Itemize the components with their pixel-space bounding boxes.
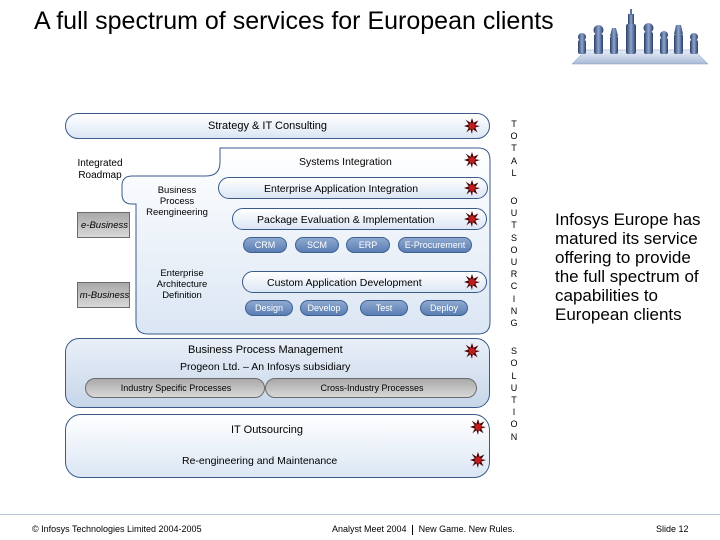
custom-item-develop: Develop [300, 300, 348, 316]
integrated-roadmap-label: Integrated Roadmap [77, 158, 123, 181]
package-item-erp: ERP [346, 237, 390, 253]
vertical-letter [507, 329, 521, 345]
vertical-letter: T [511, 220, 517, 231]
ead-label: Enterprise Architecture Definition [156, 268, 208, 301]
vertical-letter: O [510, 358, 518, 369]
footer-meet: Analyst Meet 2004 [332, 524, 407, 534]
cross-industry-label: Cross-Industry Processes [320, 383, 424, 393]
star-burst-icon [470, 419, 486, 435]
custom-dev-label: Custom Application Development [267, 277, 422, 289]
footer-slide-number: Slide 12 [656, 524, 689, 534]
vertical-letter: U [510, 208, 518, 219]
custom-dev-bar: Custom Application Development [242, 271, 487, 293]
footer-center: Analyst Meet 2004 New Game. New Rules. [332, 524, 515, 535]
package-item-scm: SCM [295, 237, 339, 253]
vertical-letter: G [510, 318, 518, 329]
vertical-letter: O [510, 244, 518, 255]
vertical-letter: N [510, 431, 518, 442]
vertical-letter: U [510, 382, 518, 393]
package-label: Package Evaluation & Implementation [257, 214, 435, 226]
vertical-letter: I [512, 407, 516, 418]
footer-copyright: © Infosys Technologies Limited 2004-2005 [32, 524, 202, 534]
star-burst-icon [464, 274, 480, 290]
footer-rule [0, 514, 720, 515]
systems-integration-label: Systems Integration [299, 156, 392, 168]
reeng-label: Re-engineering and Maintenance [182, 455, 338, 467]
vertical-letter: R [510, 269, 518, 280]
vertical-letter: L [511, 167, 517, 178]
star-burst-icon [464, 118, 480, 134]
vertical-letter: O [510, 196, 518, 207]
footer-divider [412, 524, 414, 535]
star-burst-icon [464, 343, 480, 359]
vertical-letter [507, 179, 521, 195]
vertical-letter: N [510, 305, 518, 316]
m-business-box: m-Business [77, 282, 130, 308]
bpm-label: Business Process Management [188, 344, 343, 356]
vertical-letter: O [510, 131, 518, 142]
vertical-letter: U [510, 257, 518, 268]
vertical-letter: S [510, 232, 517, 243]
vertical-letter: T [511, 395, 517, 406]
m-business-label: m-Business [79, 290, 130, 301]
custom-item-test: Test [360, 300, 408, 316]
footer-tagline: New Game. New Rules. [418, 524, 515, 534]
it-outsourcing-bar: IT Outsourcing Re-engineering and Mainte… [65, 414, 490, 478]
strategy-label: Strategy & IT Consulting [208, 120, 328, 132]
vertical-letter: I [512, 293, 516, 304]
industry-processes-box: Industry Specific Processes [85, 378, 265, 398]
vertical-letter: S [510, 346, 517, 357]
eai-label: Enterprise Application Integration [264, 183, 419, 195]
custom-item-deploy: Deploy [420, 300, 468, 316]
star-burst-icon [464, 211, 480, 227]
bpr-label: Business Process Reengineering [146, 185, 208, 218]
star-burst-icon [464, 180, 480, 196]
e-business-label: e-Business [81, 220, 128, 231]
custom-item-design: Design [245, 300, 293, 316]
star-burst-icon [470, 452, 486, 468]
it-outsourcing-label: IT Outsourcing [231, 424, 303, 436]
vertical-letter: O [510, 419, 518, 430]
e-business-box: e-Business [77, 212, 130, 238]
star-burst-icon [464, 152, 480, 168]
package-item-crm: CRM [243, 237, 287, 253]
package-item-eprocurement: E-Procurement [398, 237, 472, 253]
side-summary-text: Infosys Europe has matured its service o… [555, 210, 701, 324]
chess-pieces-logo [571, 9, 709, 65]
vertical-letter: T [511, 143, 517, 154]
strategy-bar: Strategy & IT Consulting [65, 113, 490, 139]
vertical-letter: A [510, 155, 517, 166]
vertical-letter: C [510, 281, 518, 292]
industry-processes-label: Industry Specific Processes [120, 383, 232, 393]
vertical-letter: T [511, 119, 517, 129]
cross-industry-box: Cross-Industry Processes [265, 378, 477, 398]
total-outsourcing-column: T O T A L O U T S O U R C I N G S O L U … [507, 118, 523, 443]
package-bar: Package Evaluation & Implementation [232, 208, 487, 230]
eai-bar: Enterprise Application Integration [218, 177, 488, 199]
vertical-letter: L [511, 370, 517, 381]
progeon-label: Progeon Ltd. – An Infosys subsidiary [180, 361, 351, 373]
page-title: A full spectrum of services for European… [34, 7, 554, 35]
